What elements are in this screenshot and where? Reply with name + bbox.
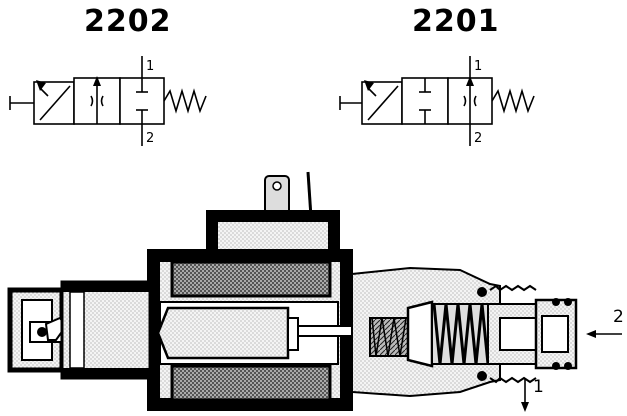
symbol-2202-port-2: 2 (146, 131, 154, 146)
symbol-2201-port-1: 1 (474, 59, 482, 74)
inlet-flow-arrow (586, 330, 622, 338)
outlet-flow-arrow (521, 378, 529, 412)
model-2202-label: 2202 (84, 4, 172, 39)
valve-cross-section (7, 171, 578, 411)
symbol-2201-port-2: 2 (474, 131, 482, 146)
symbol-2201 (339, 56, 535, 146)
symbol-2202-port-1: 1 (146, 59, 154, 74)
symbol-2202 (9, 56, 207, 146)
model-2201-label: 2201 (412, 4, 500, 39)
inlet-port-label: 2 (613, 307, 624, 327)
outlet-port-label: 1 (533, 377, 544, 397)
